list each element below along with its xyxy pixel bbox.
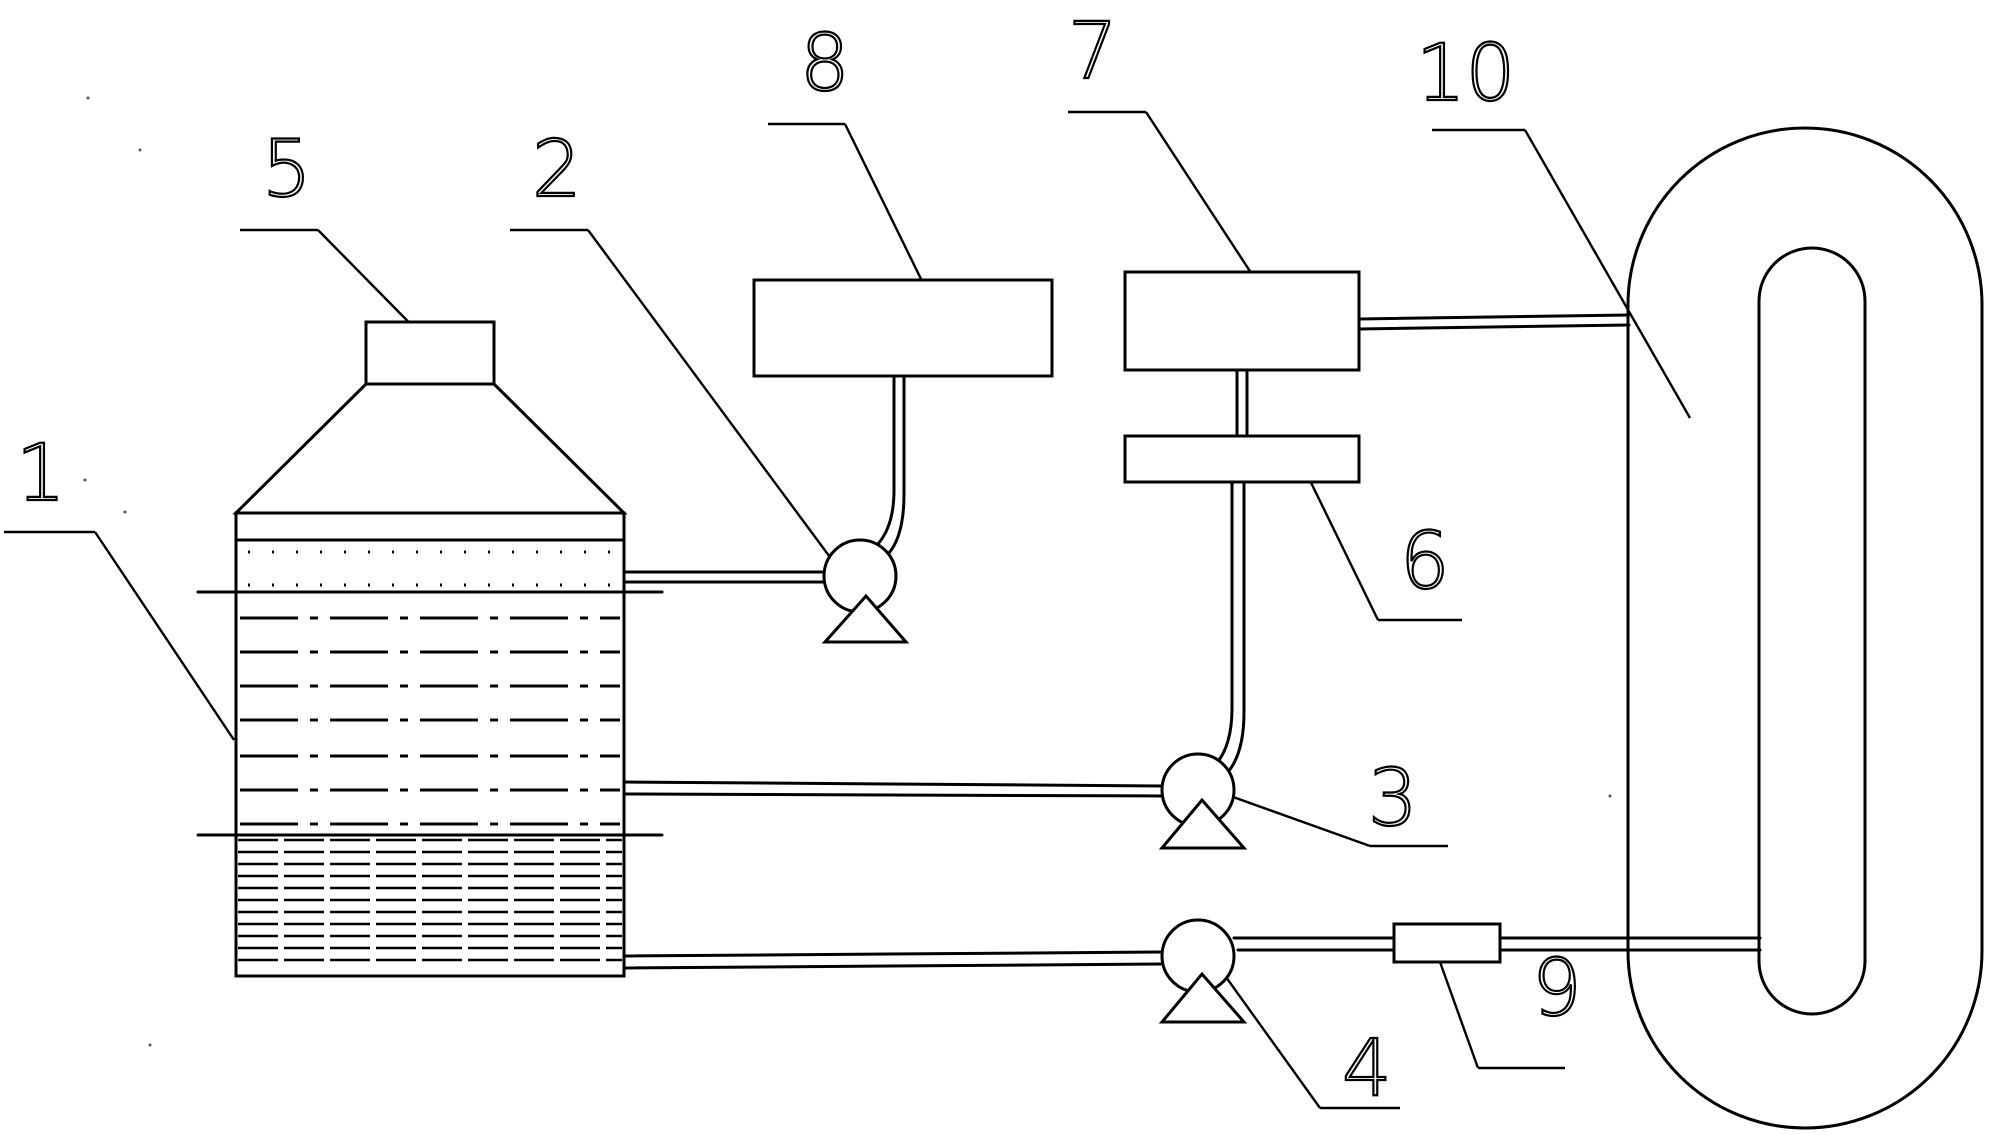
pipes: [622, 313, 1762, 970]
label-10: 10: [1416, 29, 1515, 119]
label-4: 4: [1342, 1024, 1392, 1114]
box-8: [752, 278, 1054, 378]
pump-4: [1158, 918, 1248, 1024]
scan-dots: [83, 96, 1612, 1047]
box-9: [1392, 922, 1502, 964]
label-1: 1: [16, 429, 66, 519]
box-7: [1123, 270, 1361, 372]
pump-3: [1158, 752, 1248, 850]
label-9: 9: [1532, 944, 1582, 1034]
label-8: 8: [800, 19, 850, 109]
label-2: 2: [532, 125, 582, 215]
leader-lines: [4, 110, 1692, 1110]
label-5: 5: [262, 125, 312, 215]
label-6: 6: [1400, 517, 1450, 607]
outlet-5: [364, 320, 496, 386]
label-7: 7: [1068, 7, 1118, 97]
label-3: 3: [1368, 754, 1418, 844]
box-6: [1123, 434, 1361, 484]
pump-2: [821, 538, 910, 644]
tank-1: [196, 320, 664, 978]
tank-body: [234, 511, 626, 978]
loop-10: [1626, 126, 1984, 1130]
hood-5: [232, 382, 628, 515]
